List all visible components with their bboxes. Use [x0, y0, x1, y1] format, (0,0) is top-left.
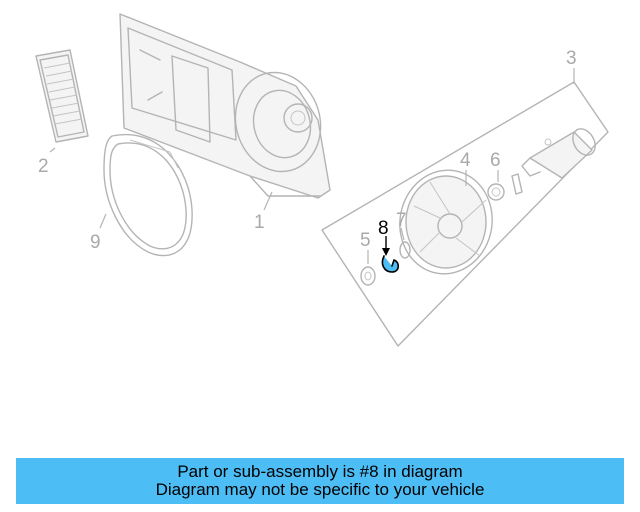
part-8-clip-highlighted: [381, 255, 400, 273]
banner-line-1: Part or sub-assembly is #8 in diagram: [177, 462, 463, 481]
callout-7: 7: [396, 210, 407, 231]
part-2-louver-panel: [35, 49, 89, 143]
callout-8: 8: [378, 218, 389, 239]
callout-3: 3: [566, 48, 577, 69]
part-9-ring: [103, 133, 193, 257]
part-4-fan: [399, 169, 493, 275]
callout-5: 5: [360, 230, 371, 251]
callout-1: 1: [254, 212, 265, 233]
leader-8-arrow: [382, 248, 390, 256]
parts-diagram: 2 1 9 3 4 6: [35, 13, 609, 347]
part-1-fan-shroud: [119, 13, 331, 199]
banner-line-2: Diagram may not be specific to your vehi…: [155, 480, 485, 499]
part-3-fan-assembly-outline: [321, 81, 609, 347]
part-info-banner: Part or sub-assembly is #8 in diagram Di…: [16, 458, 624, 504]
callout-4: 4: [460, 150, 471, 171]
callout-2: 2: [38, 156, 49, 177]
part-7-washer: [399, 241, 411, 259]
callout-9: 9: [90, 232, 101, 253]
part-3-motor: [521, 128, 596, 179]
part-5-nut: [360, 266, 376, 286]
part-6-hub: [487, 173, 523, 201]
callout-6: 6: [490, 150, 501, 171]
